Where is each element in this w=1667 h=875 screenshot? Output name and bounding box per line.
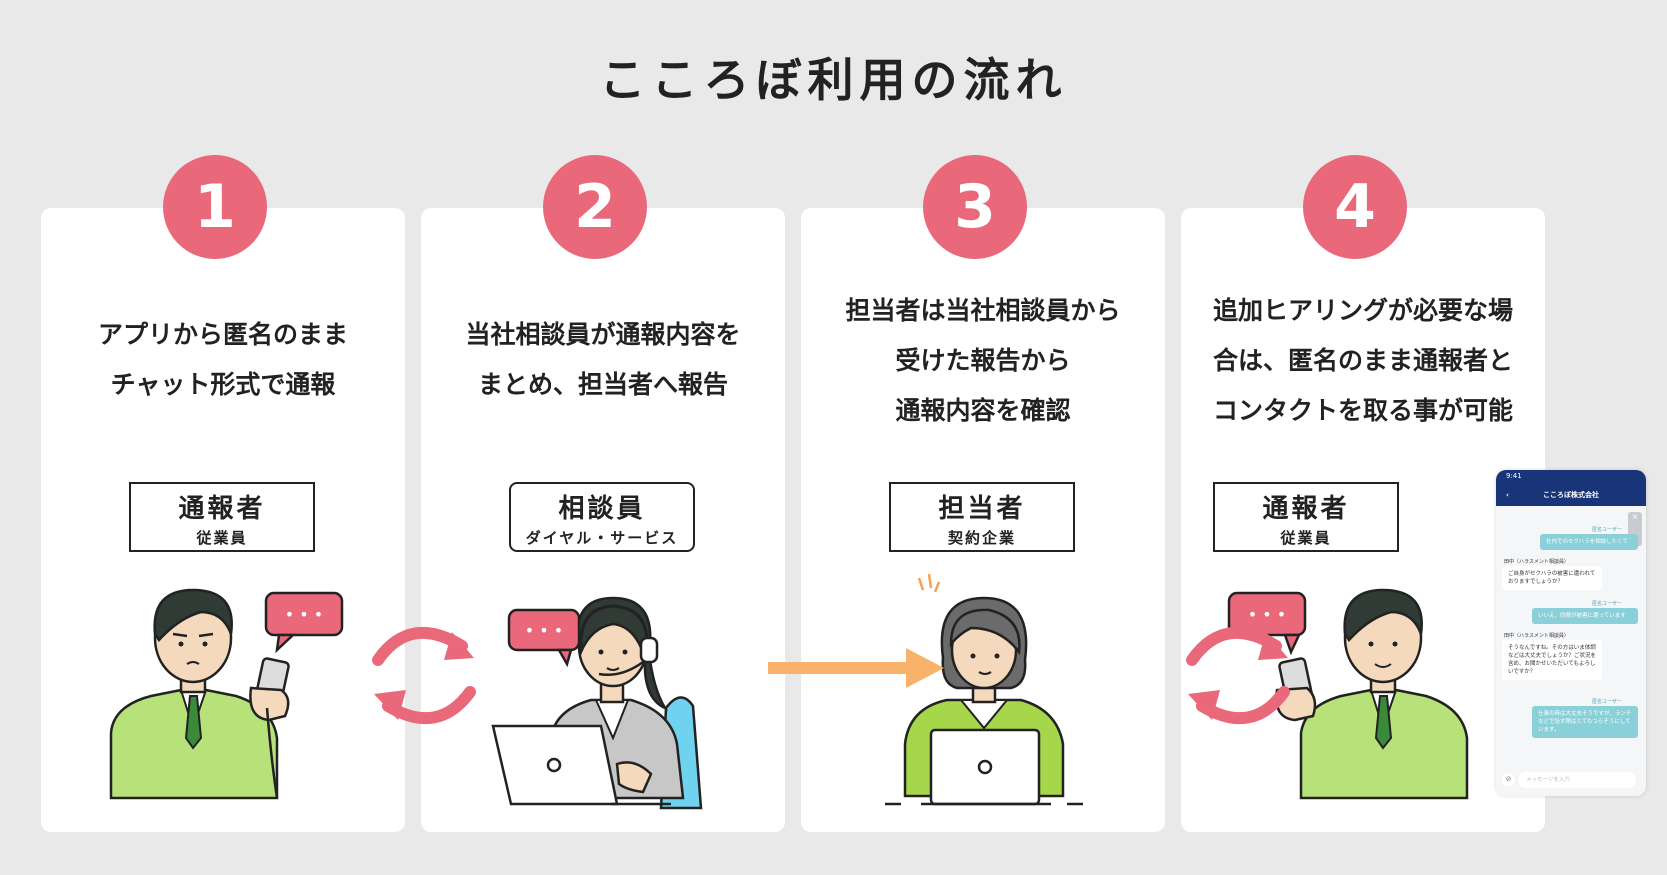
back-icon[interactable]: ‹ xyxy=(1506,491,1509,499)
role-subtitle: ダイヤル・サービス xyxy=(525,529,679,547)
message-input[interactable]: メッセージを入力 xyxy=(1518,772,1636,788)
attach-icon[interactable]: ⊘ xyxy=(1502,773,1515,786)
chat-title: こころぼ株式会社 xyxy=(1543,491,1599,499)
cycle-arrows-icon xyxy=(372,627,476,725)
manager-illustration xyxy=(885,573,1083,806)
step-card-1: アプリから匿名のまま チャット形式で通報 通報者 従業員 • • • xyxy=(41,208,405,832)
step-description: 担当者は当社相談員から 受けた報告から 通報内容を確認 xyxy=(845,296,1121,425)
step-description: 追加ヒアリングが必要な場 合は、匿名のまま通報者と コンタクトを取る事が可能 xyxy=(1212,296,1513,425)
cycle-arrows-icon xyxy=(1186,627,1290,725)
role-box: 通報者 従業員 xyxy=(129,482,315,552)
step-description: 当社相談員が通報内容を まとめ、担当者へ報告 xyxy=(465,320,741,399)
bubble-dots: • • • xyxy=(1248,605,1286,624)
counselor-illustration: • • • xyxy=(491,596,703,810)
step-card-2: 当社相談員が通報内容を まとめ、担当者へ報告 相談員 ダイヤル・サービス • •… xyxy=(421,208,785,832)
page-title: こころぼ利用の流れ xyxy=(599,53,1068,107)
step-description: アプリから匿名のまま チャット形式で通報 xyxy=(97,320,348,399)
message-sender: 匿名ユーザー xyxy=(1592,601,1622,607)
reporter-illustration: • • • xyxy=(109,588,344,800)
role-box: 通報者 従業員 xyxy=(1213,482,1399,552)
message-sender: 田中（ハラスメント相談員） xyxy=(1504,559,1569,565)
chat-header: ‹ こころぼ株式会社 xyxy=(1496,486,1646,506)
role-title: 通報者 xyxy=(178,494,266,524)
role-subtitle: 従業員 xyxy=(1280,529,1332,547)
message-sender: 匿名ユーザー xyxy=(1592,699,1622,705)
role-title: 通報者 xyxy=(1262,494,1350,524)
message-sender: 匿名ユーザー xyxy=(1592,527,1622,533)
role-subtitle: 契約企業 xyxy=(947,529,1016,547)
step-card-3: 担当者は当社相談員から 受けた報告から 通報内容を確認 担当者 契約企業 xyxy=(801,208,1165,832)
chat-message: いいえ、同僚が被害に遭っています xyxy=(1532,608,1638,624)
role-box: 担当者 契約企業 xyxy=(889,482,1075,552)
step-number-2: 2 xyxy=(543,155,647,259)
phone-status-bar: 9:41 xyxy=(1496,470,1646,486)
step-number-1: 1 xyxy=(163,155,267,259)
step-number-3: 3 xyxy=(923,155,1027,259)
role-title: 担当者 xyxy=(938,494,1026,524)
bubble-dots: • • • xyxy=(285,605,323,624)
role-title: 相談員 xyxy=(558,494,646,524)
chat-message: ご自身がセクハラの被害に遭われておりますでしょうか？ xyxy=(1502,566,1602,590)
step-card-4: 追加ヒアリングが必要な場 合は、匿名のまま通報者と コンタクトを取る事が可能 通… xyxy=(1181,208,1545,832)
chat-message: 社内でのセクハラを相談したくて xyxy=(1540,534,1638,550)
message-sender: 田中（ハラスメント相談員） xyxy=(1504,633,1569,639)
chat-message: 仕事の時は大丈夫そうですが、ランチなどで話す際はとてもつらそうにしています。 xyxy=(1532,706,1638,738)
role-box: 相談員 ダイヤル・サービス xyxy=(509,482,695,552)
chat-app-mockup: 9:41 ‹ こころぼ株式会社 × 匿名ユーザー 社内でのセクハラを相談したくて… xyxy=(1496,470,1646,796)
role-subtitle: 従業員 xyxy=(196,529,248,547)
reporter-illustration: • • • xyxy=(1227,588,1469,800)
bubble-dots: • • • xyxy=(525,621,563,640)
forward-arrow-icon xyxy=(768,648,944,688)
step-number-4: 4 xyxy=(1303,155,1407,259)
chat-message: そうなんですね。その方はいま体調などは大丈夫でしょうか？ご状況を含め、お聞かせい… xyxy=(1502,640,1602,680)
